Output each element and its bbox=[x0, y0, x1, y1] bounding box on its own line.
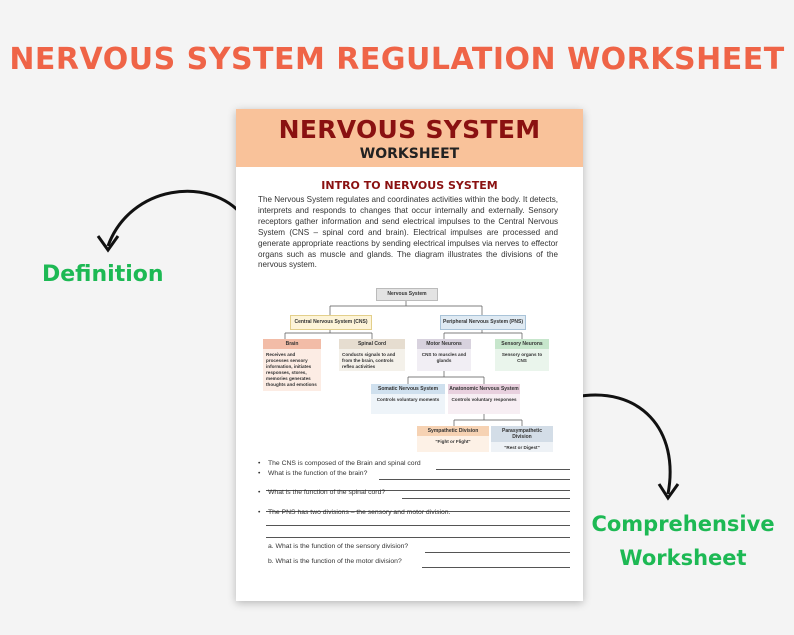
diagram-node-sympathetic: Sympathetic Division "Fight or Flight" bbox=[417, 426, 489, 452]
diagram-node-autonomic: Anatonomic Nervous System Controls volun… bbox=[448, 384, 520, 414]
node-somatic-body: Controls voluntary moments bbox=[376, 397, 440, 402]
diagram-node-pns: Peripheral Nervous System (PNS) bbox=[440, 315, 526, 330]
question-4b: b. What is the function of the motor div… bbox=[268, 558, 402, 565]
answer-line-1[interactable] bbox=[436, 469, 570, 470]
question-4a: a. What is the function of the sensory d… bbox=[268, 543, 408, 550]
answer-line-4a[interactable] bbox=[266, 525, 570, 526]
node-parasympathetic-body: "Rest or Digest" bbox=[504, 445, 540, 450]
answer-line-4a-sub[interactable] bbox=[425, 552, 570, 553]
question-4: •The PNS has two divisions – the sensory… bbox=[258, 509, 451, 516]
diagram-connectors bbox=[284, 299, 523, 426]
question-4b-text: b. What is the function of the motor div… bbox=[268, 558, 402, 565]
diagram-node-parasympathetic: Parasympathetic Division "Rest or Digest… bbox=[491, 426, 553, 452]
answer-line-4b[interactable] bbox=[266, 537, 570, 538]
answer-line-4b-sub[interactable] bbox=[422, 567, 570, 568]
diagram-node-spinal: Spinal Cord Conducts signals to and from… bbox=[339, 339, 405, 371]
answer-line-2a[interactable] bbox=[379, 479, 570, 480]
diagram-node-somatic: Somatic Nervous System Controls voluntar… bbox=[371, 384, 445, 414]
node-motor-title: Motor Neurons bbox=[417, 339, 471, 349]
question-1: •The CNS is composed of the Brain and sp… bbox=[258, 460, 421, 467]
node-root-label: Nervous System bbox=[387, 291, 427, 297]
diagram-node-brain: Brain Receives and processes sensory inf… bbox=[263, 339, 321, 391]
comprehensive-line-1: Comprehensive bbox=[591, 512, 775, 536]
question-2-text: What is the function of the brain? bbox=[268, 470, 368, 477]
node-autonomic-body: Controls voluntary responses bbox=[451, 397, 517, 402]
node-cns-label: Central Nervous System (CNS) bbox=[294, 319, 368, 325]
worksheet-header: NERVOUS SYSTEM WORKSHEET bbox=[236, 109, 583, 167]
node-spinal-title: Spinal Cord bbox=[339, 339, 405, 349]
question-4a-text: a. What is the function of the sensory d… bbox=[268, 543, 409, 550]
answer-line-3a[interactable] bbox=[402, 498, 570, 499]
question-3-text: What is the function of the spinal cord? bbox=[268, 489, 386, 496]
comprehensive-callout: Comprehensive Worksheet bbox=[588, 507, 778, 575]
comprehensive-arrow bbox=[574, 393, 672, 495]
worksheet-subtitle: WORKSHEET bbox=[359, 146, 460, 162]
diagram-node-sensory: Sensory Neurons Sensory organs to CNS bbox=[495, 339, 549, 371]
intro-heading: INTRO TO NERVOUS SYSTEM bbox=[321, 179, 498, 192]
banner-title: NERVOUS SYSTEM REGULATION WORKSHEET bbox=[9, 42, 785, 77]
comprehensive-arrowhead bbox=[657, 483, 680, 501]
node-sympathetic-body: "Fight or Flight" bbox=[435, 439, 471, 444]
diagram-node-motor: Motor Neurons CNS to muscles and glands bbox=[417, 339, 471, 371]
intro-paragraph: The Nervous System regulates and coordin… bbox=[258, 195, 558, 270]
question-2: •What is the function of the brain? bbox=[258, 470, 368, 477]
definition-arrow bbox=[106, 189, 245, 247]
node-sensory-title: Sensory Neurons bbox=[495, 339, 549, 349]
node-pns-label: Peripheral Nervous System (PNS) bbox=[442, 319, 524, 325]
node-sensory-body: Sensory organs to CNS bbox=[501, 352, 543, 363]
question-1-text: The CNS is composed of the Brain and spi… bbox=[268, 460, 421, 467]
node-motor-body: CNS to muscles and glands bbox=[421, 352, 467, 363]
node-spinal-body: Conducts signals to and from the brain, … bbox=[342, 352, 396, 369]
node-parasympathetic-title: Parasympathetic Division bbox=[491, 426, 553, 442]
answer-line-2b[interactable] bbox=[266, 490, 570, 491]
definition-callout: Definition bbox=[42, 262, 164, 287]
question-3: •What is the function of the spinal cord… bbox=[258, 489, 386, 496]
answer-line-3b[interactable] bbox=[266, 511, 570, 512]
node-brain-body: Receives and processes sensory informati… bbox=[266, 352, 317, 387]
definition-arrowhead bbox=[96, 235, 120, 253]
diagram-node-root: Nervous System bbox=[376, 288, 438, 301]
diagram-node-cns: Central Nervous System (CNS) bbox=[290, 315, 372, 330]
node-autonomic-title: Anatonomic Nervous System bbox=[448, 384, 520, 394]
question-4-text: The PNS has two divisions – the sensory … bbox=[268, 509, 451, 516]
worksheet-page: NERVOUS SYSTEM WORKSHEET INTRO TO NERVOU… bbox=[236, 109, 583, 601]
node-somatic-title: Somatic Nervous System bbox=[371, 384, 445, 394]
node-sympathetic-title: Sympathetic Division bbox=[417, 426, 489, 436]
node-brain-title: Brain bbox=[263, 339, 321, 349]
worksheet-title: NERVOUS SYSTEM bbox=[278, 115, 541, 144]
comprehensive-line-2: Worksheet bbox=[619, 546, 747, 570]
